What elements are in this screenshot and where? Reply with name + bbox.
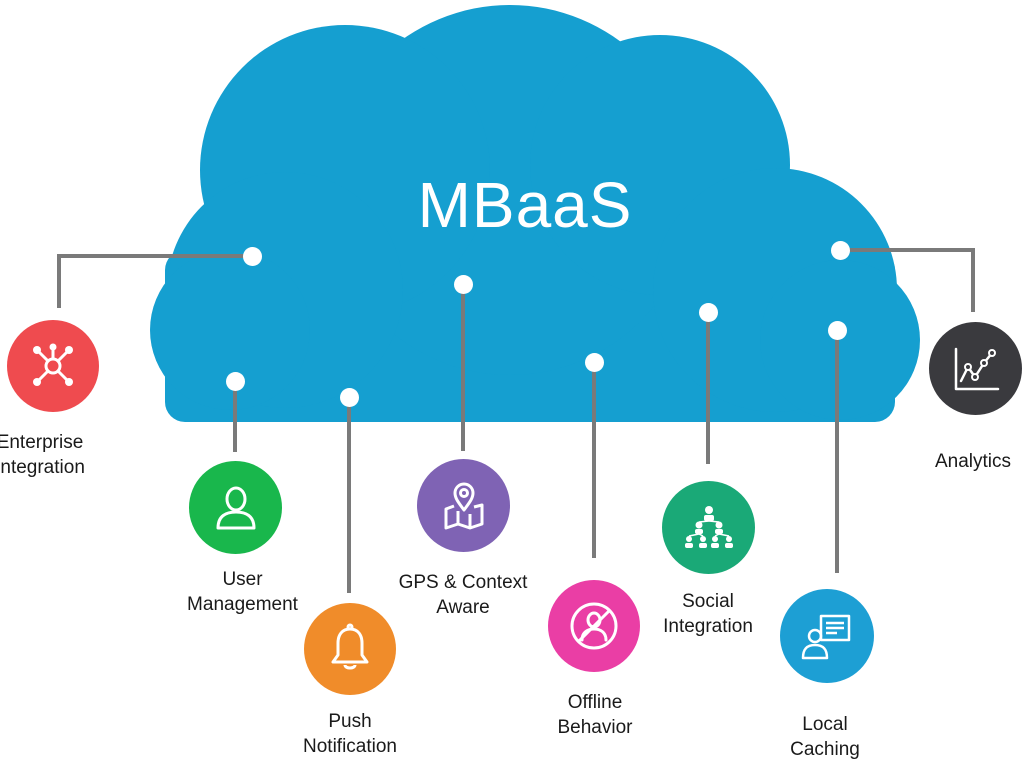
- anchor-dot-offline: [585, 353, 604, 372]
- connector-enterprise: [57, 254, 252, 308]
- presenter-board-icon: [801, 614, 851, 660]
- bell-icon: [331, 623, 369, 670]
- social-integration-node: [662, 481, 755, 574]
- offline-behavior-node: [548, 580, 640, 672]
- analytics-node: [929, 322, 1022, 415]
- label-line: Social: [682, 591, 734, 612]
- anchor-dot-social: [699, 303, 718, 322]
- label-line: Offline: [567, 692, 623, 713]
- label-line: Behavior: [557, 717, 633, 738]
- diagram-title: MBaaS: [417, 169, 633, 241]
- social-integration-label: Social Integration: [638, 589, 778, 639]
- anchor-dot-analytics: [831, 241, 850, 260]
- cloud-shape: [150, 5, 920, 422]
- connector-lines: [57, 248, 975, 593]
- label-line: Integration: [0, 457, 85, 478]
- analytics-label: Analytics: [903, 449, 1024, 474]
- label-line: User: [222, 569, 263, 590]
- map-pin-icon: [444, 482, 483, 529]
- label-line: Management: [187, 594, 298, 615]
- connector-analytics: [840, 248, 975, 312]
- enterprise-integration-node: [7, 320, 99, 412]
- user-icon: [216, 486, 255, 529]
- anchor-dot-local: [828, 321, 847, 340]
- line-chart-icon: [954, 347, 999, 390]
- anchor-dot-enterprise: [243, 247, 262, 266]
- user-management-node: [189, 461, 282, 554]
- push-notification-node: [304, 603, 396, 695]
- anchor-dot-gps: [454, 275, 473, 294]
- label-line: Analytics: [934, 451, 1012, 472]
- org-chart-icon: [684, 505, 733, 548]
- gps-context-aware-node: [417, 459, 510, 552]
- label-line: Caching: [790, 739, 860, 760]
- label-line: GPS & Context: [398, 572, 528, 593]
- enterprise-integration-label: Enterprise Integration: [0, 430, 110, 480]
- local-caching-label: Local Caching: [755, 712, 895, 762]
- user-management-label: User Management: [170, 567, 315, 617]
- network-hub-icon: [33, 343, 73, 386]
- anchor-dot-push: [340, 388, 359, 407]
- offline-user-icon: [570, 602, 618, 650]
- offline-behavior-label: Offline Behavior: [525, 690, 665, 740]
- label-line: Local: [802, 714, 848, 735]
- label-line: Notification: [303, 736, 397, 757]
- label-line: Push: [328, 711, 372, 732]
- label-line: Enterprise: [0, 432, 84, 453]
- gps-context-aware-label: GPS & Context Aware: [378, 570, 548, 620]
- local-caching-node: [780, 589, 874, 683]
- label-line: Integration: [663, 616, 753, 637]
- push-notification-label: Push Notification: [270, 709, 430, 759]
- label-line: Aware: [436, 597, 490, 618]
- anchor-dot-user: [226, 372, 245, 391]
